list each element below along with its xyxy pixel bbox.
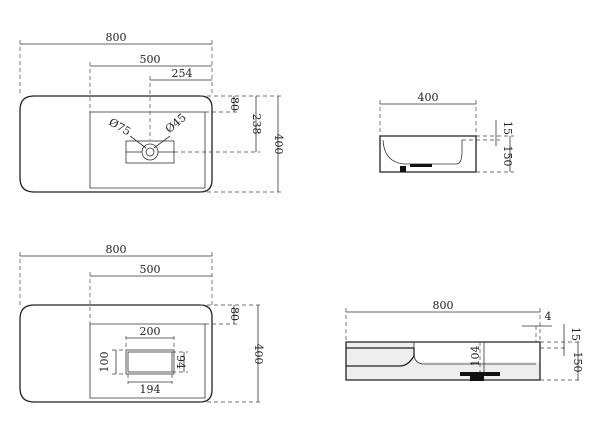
bowl-recess-2 <box>89 323 206 399</box>
dim-bowl-width: 500 <box>140 53 161 66</box>
slot-outer <box>125 349 175 375</box>
dim-front-height: 150 <box>571 352 584 373</box>
dim-slot-inner-height: 94 <box>174 355 187 369</box>
dim-overall-width-2: 800 <box>106 243 127 256</box>
front-drain-stub <box>470 376 484 381</box>
dim-overall-depth-2: 400 <box>252 344 265 365</box>
dim-front-rim: 15 <box>569 327 582 341</box>
dim-overall-depth: 400 <box>272 134 285 155</box>
side-inner-bowl <box>382 139 463 165</box>
dim-slot-inner-width: 194 <box>140 383 161 396</box>
top-view-slot: 800 500 80 400 200 194 100 94 <box>19 243 265 403</box>
front-view: 800 4 15 150 104 <box>345 299 584 381</box>
dim-hole-depth: 238 <box>250 114 263 135</box>
dim-drain-diameter: Ø75 <box>107 116 133 139</box>
top-view-with-tap-hole: 800 500 254 80 238 400 Ø75 Ø45 <box>19 31 285 193</box>
bowl-recess <box>89 111 206 189</box>
side-drain-stub <box>400 166 406 172</box>
dim-bowl-width-2: 500 <box>140 263 161 276</box>
dim-side-rim: 15 <box>501 121 514 135</box>
dim-front-inner-depth: 104 <box>469 346 482 367</box>
dim-top-margin-2: 80 <box>228 307 241 321</box>
front-drain <box>460 372 500 376</box>
dim-front-width: 800 <box>433 299 454 312</box>
front-left-shelf <box>346 342 540 380</box>
drain-leader-2 <box>153 135 171 149</box>
dim-hole-offset: 254 <box>172 67 193 80</box>
drain-leader-1 <box>129 135 147 149</box>
dim-tap-hole-diameter: Ø45 <box>163 111 189 136</box>
dim-top-margin: 80 <box>228 97 241 111</box>
side-drain <box>410 164 432 167</box>
dim-overall-width: 800 <box>106 31 127 44</box>
front-shelf-edge <box>346 347 415 367</box>
side-view: 400 15 150 <box>379 91 514 173</box>
dim-slot-height: 100 <box>98 352 111 373</box>
dim-side-width: 400 <box>418 91 439 104</box>
basin-outline <box>19 95 213 193</box>
slot-inner <box>127 351 173 373</box>
dim-slot-width: 200 <box>140 325 161 338</box>
drain-inner <box>145 147 155 157</box>
dim-front-rim-offset: 4 <box>545 310 552 323</box>
dim-side-height: 150 <box>501 146 514 167</box>
